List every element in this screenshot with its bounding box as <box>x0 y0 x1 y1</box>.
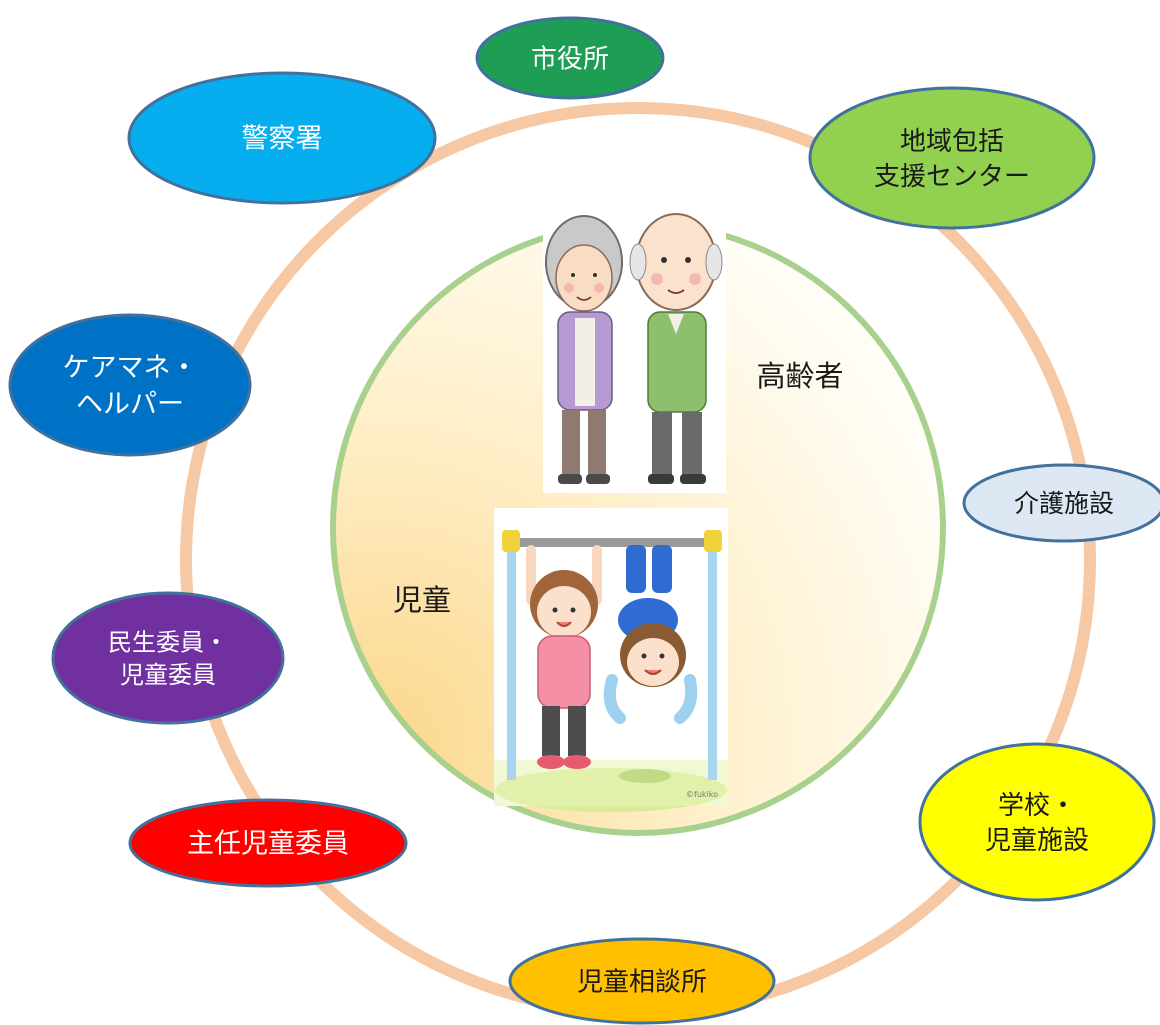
node-label-police-station-line-1: 警察署 <box>242 124 323 155</box>
node-label-community-support-center-line-1: 地域包括 <box>900 127 1004 157</box>
node-chief-child-commissioner: 主任児童委員 <box>128 798 408 888</box>
node-label-welfare-commissioner-line-1: 民生委員・ <box>108 628 228 656</box>
node-ellipse-community-support-center <box>808 86 1096 230</box>
node-city-hall: 市役所 <box>475 16 665 100</box>
elderly-couple-illustration <box>543 195 726 493</box>
grandmother-figure <box>545 215 623 484</box>
boy-figure <box>603 545 698 724</box>
node-ellipse-welfare-commissioner <box>51 591 285 725</box>
node-label-welfare-commissioner-line-2: 児童委員 <box>120 661 216 689</box>
node-child-guidance-center: 児童相談所 <box>508 937 776 1025</box>
children-label: 児童 <box>393 583 451 617</box>
elderly-label: 高齢者 <box>756 359 843 393</box>
node-ellipse-child-guidance-center <box>508 937 776 1025</box>
node-label-school-child-facility-line-1: 学校・ <box>998 791 1076 821</box>
girl-figure <box>526 545 602 769</box>
children-illustration: ©fukiko <box>494 508 728 812</box>
node-welfare-commissioner: 民生委員・児童委員 <box>51 591 285 725</box>
node-label-care-manager-helper-line-2: ヘルパー <box>76 389 184 420</box>
node-ellipse-city-hall <box>475 16 665 100</box>
node-label-chief-child-commissioner-line-1: 主任児童委員 <box>187 829 349 860</box>
node-label-care-manager-helper-line-1: ケアマネ・ <box>63 352 198 383</box>
node-police-station: 警察署 <box>127 71 437 205</box>
image-credit: ©fukiko <box>686 790 718 799</box>
node-label-city-hall-line-1: 市役所 <box>531 44 609 74</box>
node-label-care-facility-line-1: 介護施設 <box>1014 489 1114 518</box>
node-ellipse-police-station <box>127 71 437 205</box>
node-ellipse-care-facility <box>962 463 1160 543</box>
node-care-facility: 介護施設 <box>962 463 1160 543</box>
node-care-manager-helper: ケアマネ・ヘルパー <box>8 313 252 457</box>
node-label-school-child-facility-line-2: 児童施設 <box>985 826 1089 856</box>
node-label-community-support-center-line-2: 支援センター <box>874 162 1030 192</box>
grandfather-figure <box>629 213 723 484</box>
node-ellipse-school-child-facility <box>918 742 1156 902</box>
node-school-child-facility: 学校・児童施設 <box>918 742 1156 902</box>
node-ellipse-chief-child-commissioner <box>128 798 408 888</box>
node-label-child-guidance-center-line-1: 児童相談所 <box>577 967 707 997</box>
node-ellipse-care-manager-helper <box>8 313 252 457</box>
